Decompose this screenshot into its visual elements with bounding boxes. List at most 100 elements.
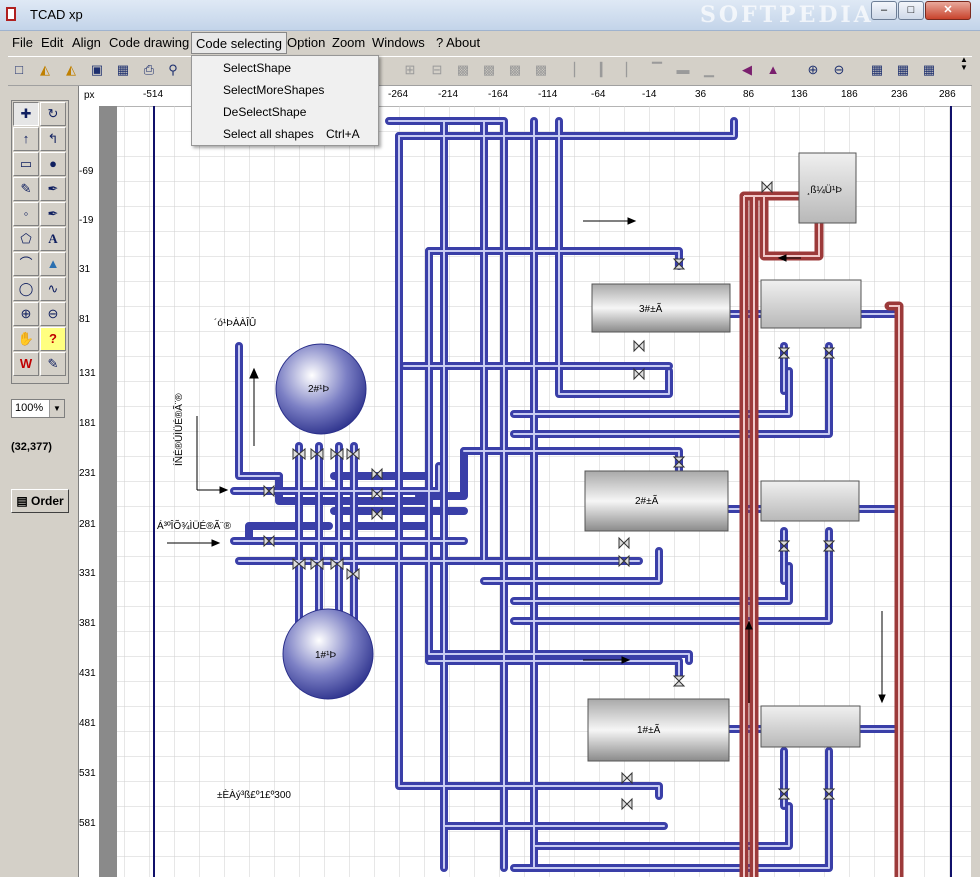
pan-hand-icon[interactable]: ✋ (13, 327, 39, 351)
app-icon[interactable] (6, 7, 16, 21)
image-tool-icon[interactable]: ▲ (40, 252, 66, 276)
label-scale[interactable]: ±ÈÀý³ß£º1£º300 (217, 788, 291, 801)
ungroup-icon[interactable]: ⊟ (431, 62, 443, 77)
zoom-in-tool-icon[interactable]: ⊕ (13, 302, 39, 326)
hand-w-tool-icon[interactable]: W (13, 352, 39, 376)
ellipse-tool-icon[interactable]: ◯ (13, 277, 39, 301)
flip-horizontal-icon[interactable]: ◀ (742, 62, 752, 77)
arc-tool-icon[interactable]: ⌒ (13, 252, 39, 276)
valve[interactable] (263, 484, 275, 498)
tank-2-label[interactable]: 2#¹Þ (308, 384, 329, 395)
valve[interactable] (621, 797, 633, 811)
label-inlet[interactable]: Á³ºÎÕ¾ÌÜÉ®Ã¨® (157, 519, 232, 532)
drawing-canvas[interactable]: px -514 -264 -214 -164 -114 -64 -14 36 8… (78, 86, 971, 877)
valve[interactable] (777, 347, 791, 359)
menu-about[interactable]: ? About (436, 35, 481, 50)
toolbar-scroll[interactable]: ▲ ▼ (960, 56, 972, 106)
menu-edit[interactable]: Edit (41, 35, 64, 50)
menu-item-select-shape[interactable]: SelectShape (223, 61, 292, 75)
spherical-tank-2[interactable] (275, 343, 367, 435)
open-folder-icon[interactable]: ◭ (40, 62, 50, 77)
elevated-tank-label[interactable]: ¸ß¼Ü¹Þ (807, 184, 842, 196)
menu-file[interactable]: File (12, 35, 33, 50)
menu-zoom[interactable]: Zoom (332, 35, 366, 50)
valves[interactable] (263, 180, 836, 811)
point-tool-icon[interactable]: ● (40, 152, 66, 176)
align-right-icon[interactable]: ▏ (626, 62, 636, 77)
polygon-tool-icon[interactable]: ⬠ (13, 227, 39, 251)
order-button[interactable]: ▤ Order (11, 489, 69, 513)
pipe[interactable] (245, 522, 333, 545)
valve[interactable] (346, 447, 360, 461)
exchanger-2[interactable] (760, 480, 860, 522)
pipe[interactable] (415, 447, 468, 500)
vessel-1-label[interactable]: 1#±Ã (637, 723, 661, 736)
scroll-down-icon[interactable]: ▼ (960, 63, 968, 72)
forward-icon[interactable]: ▩ (508, 62, 522, 77)
valve[interactable] (330, 557, 344, 571)
valve[interactable] (822, 347, 836, 359)
ruler-tool-icon[interactable]: ✎ (13, 177, 39, 201)
help-icon[interactable]: ? (40, 327, 66, 351)
align-left-icon[interactable]: ▏ (574, 62, 584, 77)
menu-code-drawing[interactable]: Code drawing (109, 35, 190, 50)
valve[interactable] (672, 675, 686, 687)
valve[interactable] (822, 540, 836, 552)
show-grid-icon[interactable]: ▦ (896, 62, 910, 77)
backward-icon[interactable]: ▩ (534, 62, 548, 77)
align-center-icon[interactable]: ▎ (600, 62, 610, 77)
minimize-button[interactable]: – (871, 1, 897, 20)
menu-item-select-more-shapes[interactable]: SelectMoreShapes (223, 83, 325, 97)
valve[interactable] (330, 447, 344, 461)
print-icon[interactable]: ⎙ (143, 62, 155, 77)
valve[interactable] (263, 534, 275, 548)
label-side[interactable]: ÍÑÉ®ÚÌÜÉ®Ã¨® (172, 393, 185, 466)
valve[interactable] (777, 788, 791, 800)
vessel-1[interactable] (587, 698, 730, 762)
zoom-in-icon[interactable]: ⊕ (807, 62, 819, 77)
valve[interactable] (371, 487, 383, 501)
scroll-up-icon[interactable]: ▲ (960, 55, 968, 64)
add-point-tool-icon[interactable]: ✒ (40, 177, 66, 201)
zoom-out-tool-icon[interactable]: ⊖ (40, 302, 66, 326)
select-tool-icon[interactable]: ✚ (13, 102, 39, 126)
pipeline-diagram[interactable]: ´ó¹ÞÀÀÎÛ ÍÑÉ®ÚÌÜÉ®Ã¨® Á³ºÎÕ¾ÌÜÉ®Ã¨® ±ÈÀý… (99, 106, 971, 877)
valve[interactable] (310, 447, 324, 461)
valve[interactable] (761, 180, 773, 194)
valve[interactable] (371, 507, 383, 521)
exchanger-1[interactable] (760, 705, 861, 748)
bring-front-icon[interactable]: ▩ (456, 62, 470, 77)
pipe[interactable] (275, 472, 433, 505)
valve[interactable] (310, 557, 324, 571)
new-file-icon[interactable]: □ (15, 62, 23, 77)
exchanger-3[interactable] (760, 279, 862, 329)
remove-point-tool-icon[interactable]: ✒ (40, 202, 66, 226)
polyline-tool-icon[interactable]: ◦ (13, 202, 39, 226)
vessel-3-label[interactable]: 3#±Ã (639, 302, 663, 315)
menu-option[interactable]: Option (287, 35, 326, 50)
rotate-tool-icon[interactable]: ↻ (40, 102, 66, 126)
valve[interactable] (292, 557, 306, 571)
vessel-2-label[interactable]: 2#±Ã (635, 494, 659, 507)
send-back-icon[interactable]: ▩ (482, 62, 496, 77)
align-top-icon[interactable]: ▔ (652, 62, 662, 77)
menu-code-selecting[interactable]: Code selecting (191, 32, 287, 54)
valve[interactable] (672, 456, 686, 468)
connector-tool-icon[interactable]: ↰ (40, 127, 66, 151)
valve[interactable] (633, 367, 645, 381)
pencil-tool-icon[interactable]: ✎ (40, 352, 66, 376)
spherical-tank-1[interactable] (282, 608, 374, 700)
zoom-select[interactable]: 100% ▼ (11, 399, 65, 418)
vessel-2[interactable] (584, 470, 729, 532)
text-tool-icon[interactable]: A (40, 227, 66, 251)
zoom-out-icon[interactable]: ⊖ (833, 62, 845, 77)
valve[interactable] (346, 567, 360, 581)
align-bottom-icon[interactable]: ▁ (704, 62, 714, 77)
menu-item-select-all-shapes[interactable]: Select all shapes Ctrl+A (223, 127, 360, 141)
grid-settings-icon[interactable]: ▦ (922, 62, 936, 77)
tank-1-label[interactable]: 1#¹Þ (315, 650, 336, 661)
menu-align[interactable]: Align (72, 35, 101, 50)
save-icon[interactable]: ▣ (90, 62, 104, 77)
align-middle-icon[interactable]: ▬ (676, 62, 690, 77)
properties-icon[interactable]: ▦ (116, 62, 130, 77)
